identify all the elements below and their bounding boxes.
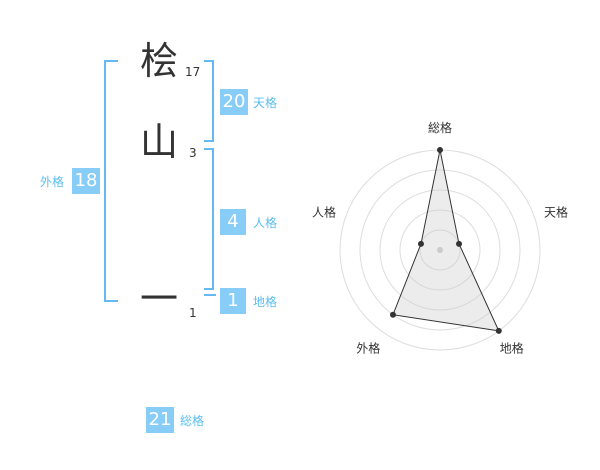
radar-grid-ring [379,189,501,311]
name-char-3: 一 [140,277,179,321]
radar-axis-label-1: 総格 [428,120,452,135]
radar-center-dot [437,247,443,253]
radar-point-3 [495,327,502,334]
stroke-count-1: 17 [185,65,201,79]
radar-polygon [392,149,500,332]
radar-point-2 [456,240,463,247]
stroke-count-2: 3 [189,146,197,160]
gaikaku-label: 外格 [40,175,65,189]
radar-polygon-group [389,147,502,334]
jinkaku-bracket [204,148,214,290]
radar-axis-label-2: 天格 [544,204,568,219]
gaikaku-bracket [104,60,118,302]
name-char-2: 山 [140,120,179,164]
soukaku-label: 総格 [180,414,205,428]
radar-point-4 [389,311,396,318]
chikaku-value-box: 1 [220,288,246,314]
radar-point-5 [417,240,424,247]
radar-grid-ring [359,169,521,331]
jinkaku-label: 人格 [253,216,278,230]
chikaku-label: 地格 [253,295,278,309]
tenkaku-label: 天格 [253,96,278,110]
radar-point-1 [437,147,443,153]
radar-grid-ring [399,209,481,291]
radar-grid-ring [419,229,461,271]
radar-axis-label-3: 地格 [500,341,524,356]
radar-axis-label-5: 人格 [312,204,336,219]
radar-axis-label-4: 外格 [356,341,380,356]
jinkaku-value-box: 4 [220,209,246,235]
chikaku-bracket [204,294,216,296]
tenkaku-bracket [204,60,214,142]
gaikaku-value-box: 18 [72,168,100,194]
stroke-count-3: 1 [189,306,197,320]
tenkaku-value-box: 20 [220,89,248,115]
soukaku-value-box: 21 [146,407,174,433]
name-char-1: 桧 [140,39,179,83]
